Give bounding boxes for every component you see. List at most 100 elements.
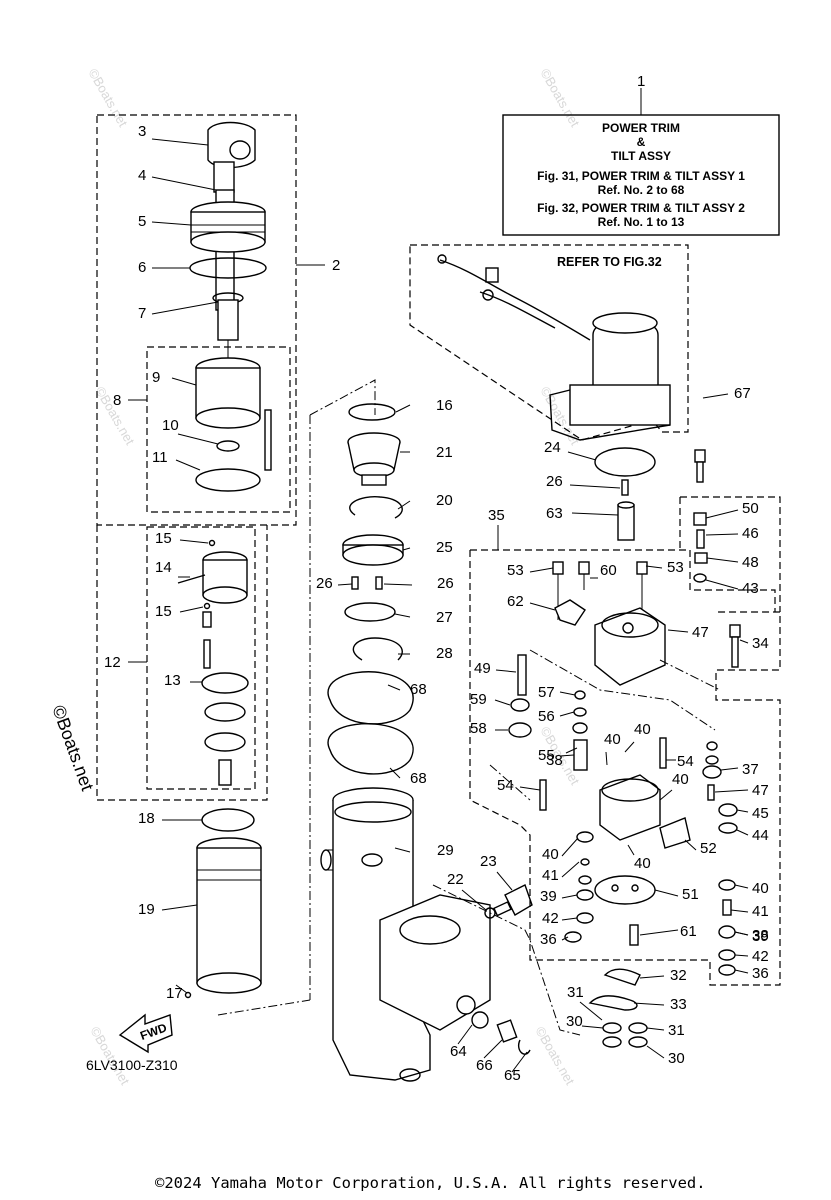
- callout-41: 41: [752, 903, 769, 920]
- callout-12: 12: [104, 654, 121, 671]
- leader-line: [151, 176, 217, 191]
- part-31: [628, 1022, 648, 1034]
- title-line-7: Ref. No. 1 to 13: [598, 215, 685, 229]
- part-10: [195, 468, 261, 492]
- callout-54: 54: [677, 753, 694, 770]
- leader-line: [387, 684, 401, 691]
- title-box: POWER TRIM & TILT ASSY Fig. 31, POWER TR…: [502, 73, 780, 236]
- part-7: [212, 292, 244, 360]
- callout-41: 41: [542, 867, 559, 884]
- leader-line: [705, 533, 739, 536]
- leader-line: [394, 847, 411, 853]
- leader-line: [639, 975, 665, 979]
- callout-67: 67: [734, 385, 751, 402]
- callout-8: 8: [113, 392, 121, 409]
- callout-40: 40: [634, 721, 651, 738]
- part-52: [659, 817, 691, 849]
- callout-26: 26: [546, 473, 563, 490]
- callout-37: 37: [742, 761, 759, 778]
- leader-line: [624, 741, 635, 753]
- leader-line: [561, 894, 578, 899]
- leader-line: [395, 404, 411, 413]
- leader-line: [559, 754, 575, 757]
- callout-31: 31: [668, 1022, 685, 1039]
- leader-line: [179, 606, 204, 613]
- callout-52: 52: [700, 840, 717, 857]
- title-line-2: &: [637, 135, 646, 149]
- part-39: [576, 889, 594, 901]
- callout-43: 43: [742, 580, 759, 597]
- callout-36: 36: [540, 931, 557, 948]
- diagram-code: 6LV3100-Z310: [86, 1057, 178, 1073]
- callout-68: 68: [410, 770, 427, 787]
- callout-6: 6: [138, 259, 146, 276]
- part-42: [576, 912, 594, 924]
- callout-28: 28: [436, 645, 453, 662]
- leader-line: [151, 221, 192, 226]
- leader-line: [457, 1024, 473, 1045]
- callout-3: 3: [138, 123, 146, 140]
- callout-63: 63: [546, 505, 563, 522]
- valve-block-upper: [594, 607, 666, 686]
- title-line-1: POWER TRIM: [602, 121, 680, 135]
- callout-15: 15: [155, 530, 172, 547]
- callout-40: 40: [634, 855, 651, 872]
- callout-40: 40: [604, 731, 621, 748]
- boats-net-watermark: ©Boats.net: [48, 703, 97, 794]
- callout-54: 54: [497, 777, 514, 794]
- leader-line: [579, 1001, 603, 1021]
- callout-44: 44: [752, 827, 769, 844]
- title-line-5: Ref. No. 2 to 68: [598, 183, 685, 197]
- callout-38: 38: [546, 752, 563, 769]
- callout-60: 60: [600, 562, 617, 579]
- leader-line: [495, 669, 517, 673]
- valve-block-lower: [599, 774, 661, 841]
- part-11: [195, 357, 272, 471]
- callout-27: 27: [436, 609, 453, 626]
- callout-59: 59: [470, 691, 487, 708]
- callout-36: 36: [752, 965, 769, 982]
- leader-line: [605, 751, 608, 766]
- callout-30: 30: [668, 1050, 685, 1067]
- callout-66: 66: [476, 1057, 493, 1074]
- part-22: [484, 907, 496, 919]
- part-65: [518, 1039, 531, 1055]
- leader-line: [529, 567, 554, 573]
- leader-line: [633, 1002, 665, 1006]
- callout-25: 25: [436, 539, 453, 556]
- part-51: [594, 875, 656, 905]
- part-29: [320, 787, 491, 1082]
- leader-line: [565, 747, 578, 754]
- leader-line: [736, 829, 749, 836]
- part-68: [327, 671, 414, 725]
- leader-line: [175, 984, 188, 994]
- leader-line: [561, 861, 580, 878]
- part-58: [508, 722, 532, 738]
- callout-29: 29: [437, 842, 454, 859]
- callout-9: 9: [152, 369, 160, 386]
- part-50: [693, 512, 707, 526]
- leader-line: [397, 500, 411, 510]
- callout-42: 42: [752, 948, 769, 965]
- callout-38: 38: [752, 927, 769, 944]
- part-36: [564, 931, 582, 943]
- part-30: [602, 1022, 622, 1034]
- leader-line: [511, 1051, 528, 1073]
- callout-32: 32: [670, 967, 687, 984]
- callout-39: 39: [752, 928, 769, 945]
- leader-line: [734, 954, 749, 957]
- callout-5: 5: [138, 213, 146, 230]
- part-66: [496, 1019, 518, 1043]
- part-33: [588, 995, 638, 1011]
- leader-line: [667, 629, 689, 633]
- part-54: [539, 779, 547, 811]
- leader-line: [171, 377, 197, 386]
- part-17: [184, 991, 192, 999]
- refer-label: REFER TO FIG.32: [557, 255, 662, 269]
- callout-23: 23: [480, 853, 497, 870]
- callout-7: 7: [138, 305, 146, 322]
- callout-53: 53: [667, 559, 684, 576]
- leader-line: [151, 138, 209, 146]
- callout-50: 50: [742, 500, 759, 517]
- part-15: [208, 539, 216, 547]
